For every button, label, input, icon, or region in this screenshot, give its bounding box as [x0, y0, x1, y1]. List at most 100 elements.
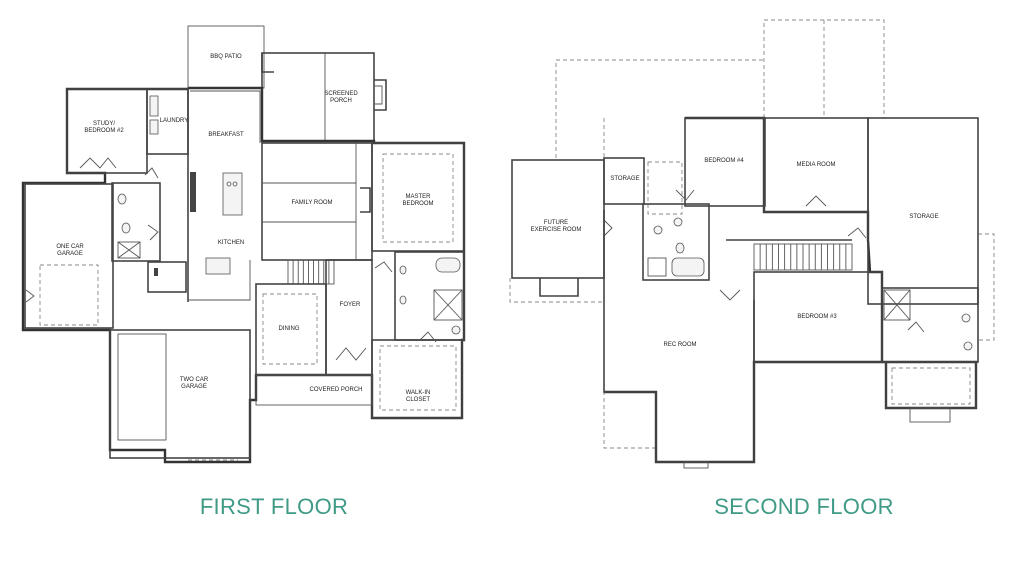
- bedroom-3-balcony: [909, 407, 951, 423]
- one-car-garage-label-line2: GARAGE: [57, 251, 83, 257]
- covered-porch-outline: [255, 374, 373, 406]
- media-room-label: MEDIA ROOM: [796, 162, 835, 168]
- breakfast-inner-wall: [190, 90, 261, 143]
- rec-room-door: [719, 289, 741, 301]
- garage-storage-outline: [117, 333, 167, 441]
- first-floor-caption: FIRST FLOOR: [199, 494, 349, 519]
- hall-bath-toilet-icon: [675, 242, 685, 254]
- bbq-patio-label: BBQ PATIO: [210, 54, 242, 60]
- shower-outline: [433, 289, 463, 321]
- fireplace-outline: [374, 79, 387, 111]
- vanity-sink-bottom-icon: [399, 295, 407, 305]
- hall-bath-sink-icon: [653, 225, 663, 235]
- storage-left-label: STORAGE: [610, 176, 639, 182]
- second-floor-exterior-wall: [604, 116, 978, 464]
- master-bedroom-label-line1: MASTER: [405, 194, 431, 200]
- kitchen-label: KITCHEN: [218, 240, 244, 246]
- master-bedroom-label-line2: BEDROOM: [402, 201, 433, 207]
- attic-outline-right: [880, 117, 979, 302]
- kitchen-island-icon: [222, 172, 243, 216]
- bath-3-shower-cross-b: [883, 289, 911, 321]
- master-ceiling-outline: [382, 153, 454, 243]
- first-floor-stairs: [287, 259, 335, 285]
- second-floor-caption: SECOND FLOOR: [714, 494, 894, 519]
- bedroom-4-walls: [684, 117, 766, 207]
- screened-porch-label-line1: SCREENED: [324, 91, 358, 97]
- study-closet-doors: [79, 157, 117, 169]
- attic-outline-lower-left: [603, 118, 656, 449]
- exercise-room-door: [603, 219, 613, 237]
- front-door-swing: [335, 347, 367, 361]
- door-swing-1: [144, 167, 159, 179]
- door-swing-3: [374, 261, 393, 273]
- toilet-icon: [121, 222, 131, 234]
- two-car-garage-label-line2: GARAGE: [181, 384, 207, 390]
- bedroom-3-bath-walls: [881, 287, 979, 363]
- family-fireplace: [360, 187, 371, 213]
- laundry-label: LAUNDRY: [160, 118, 189, 124]
- two-car-garage-label-line1: TWO CAR: [180, 377, 209, 383]
- hall-bath-sink2-icon: [673, 217, 683, 227]
- second-floor-plan: STORAGE BEDROOM #4 MEDIA ROOM FUTURE EXE…: [509, 19, 995, 469]
- pantry-shelf-icon: [154, 268, 158, 276]
- walk-in-closet-walls: [371, 339, 463, 419]
- hall-bath-walls: [642, 203, 710, 281]
- exercise-room-label-line2: EXERCISE ROOM: [531, 227, 582, 233]
- fireplace-hearth: [374, 85, 383, 105]
- attic-outline-far-right: [978, 233, 995, 341]
- washer-icon: [149, 95, 159, 117]
- foyer-walls: [325, 259, 373, 376]
- storage-left-walls: [603, 157, 645, 205]
- foyer-label: FOYER: [340, 302, 361, 308]
- powder-bath-walls: [111, 182, 161, 262]
- hall-bath-tub-icon: [671, 257, 705, 277]
- dryer-icon: [149, 119, 159, 135]
- closet-outline: [647, 161, 683, 215]
- screened-porch-label-line2: PORCH: [330, 98, 352, 104]
- pantry-walls: [147, 261, 187, 293]
- exercise-room-bay: [539, 278, 579, 297]
- door-swing-2: [147, 224, 159, 241]
- first-floor-plan: BBQ PATIO SCREENED PORCH STUDY/ BEDROOM …: [21, 25, 466, 464]
- master-toilet-icon: [451, 325, 461, 335]
- tub-icon: [435, 257, 461, 273]
- kitchen-counter-icon: [190, 172, 196, 212]
- first-floor-exterior-wall: [21, 86, 466, 464]
- mudroom-bench: [117, 241, 141, 259]
- second-floor-stair-treads: [759, 244, 847, 270]
- dining-ceiling-outline: [262, 293, 318, 365]
- bedroom-3-label: BEDROOM #3: [797, 314, 837, 320]
- one-car-garage-door-outline: [39, 264, 99, 326]
- door-swing-4: [419, 331, 437, 343]
- rec-room-label: REC ROOM: [664, 342, 697, 348]
- storage-right-label: STORAGE: [909, 214, 938, 220]
- family-room-label: FAMILY ROOM: [291, 200, 332, 206]
- attic-outline-exercise: [509, 278, 604, 303]
- door-swing-8: [907, 321, 925, 333]
- study-label-line2: BEDROOM #2: [84, 128, 124, 134]
- door-swing-7: [847, 227, 867, 239]
- storage-right-walls: [867, 117, 979, 305]
- shower-cross-b: [433, 289, 463, 321]
- covered-porch-label: COVERED PORCH: [309, 387, 362, 393]
- bath-3-shower: [883, 289, 911, 321]
- bedroom-4-label: BEDROOM #4: [704, 158, 744, 164]
- bath-3-sink-icon: [961, 313, 971, 323]
- door-swing-5: [675, 189, 695, 201]
- island-sink-left-icon: [226, 181, 232, 187]
- study-label-line1: STUDY/: [93, 121, 115, 127]
- master-bedroom-walls: [371, 142, 465, 252]
- one-car-garage-label-line1: ONE CAR: [56, 244, 84, 250]
- bath-3-toilet-icon: [963, 341, 973, 351]
- dining-label: DINING: [279, 326, 300, 332]
- closet-shelving-outline: [379, 345, 457, 411]
- range-icon: [205, 257, 231, 275]
- door-swing-6: [805, 195, 827, 207]
- screened-porch-walls: [261, 52, 375, 142]
- rec-room-walls: [603, 210, 755, 463]
- breakfast-label: BREAKFAST: [208, 132, 244, 138]
- exercise-room-label-line1: FUTURE: [544, 220, 568, 226]
- island-sink-right-icon: [232, 181, 238, 187]
- rec-room-window: [683, 461, 709, 469]
